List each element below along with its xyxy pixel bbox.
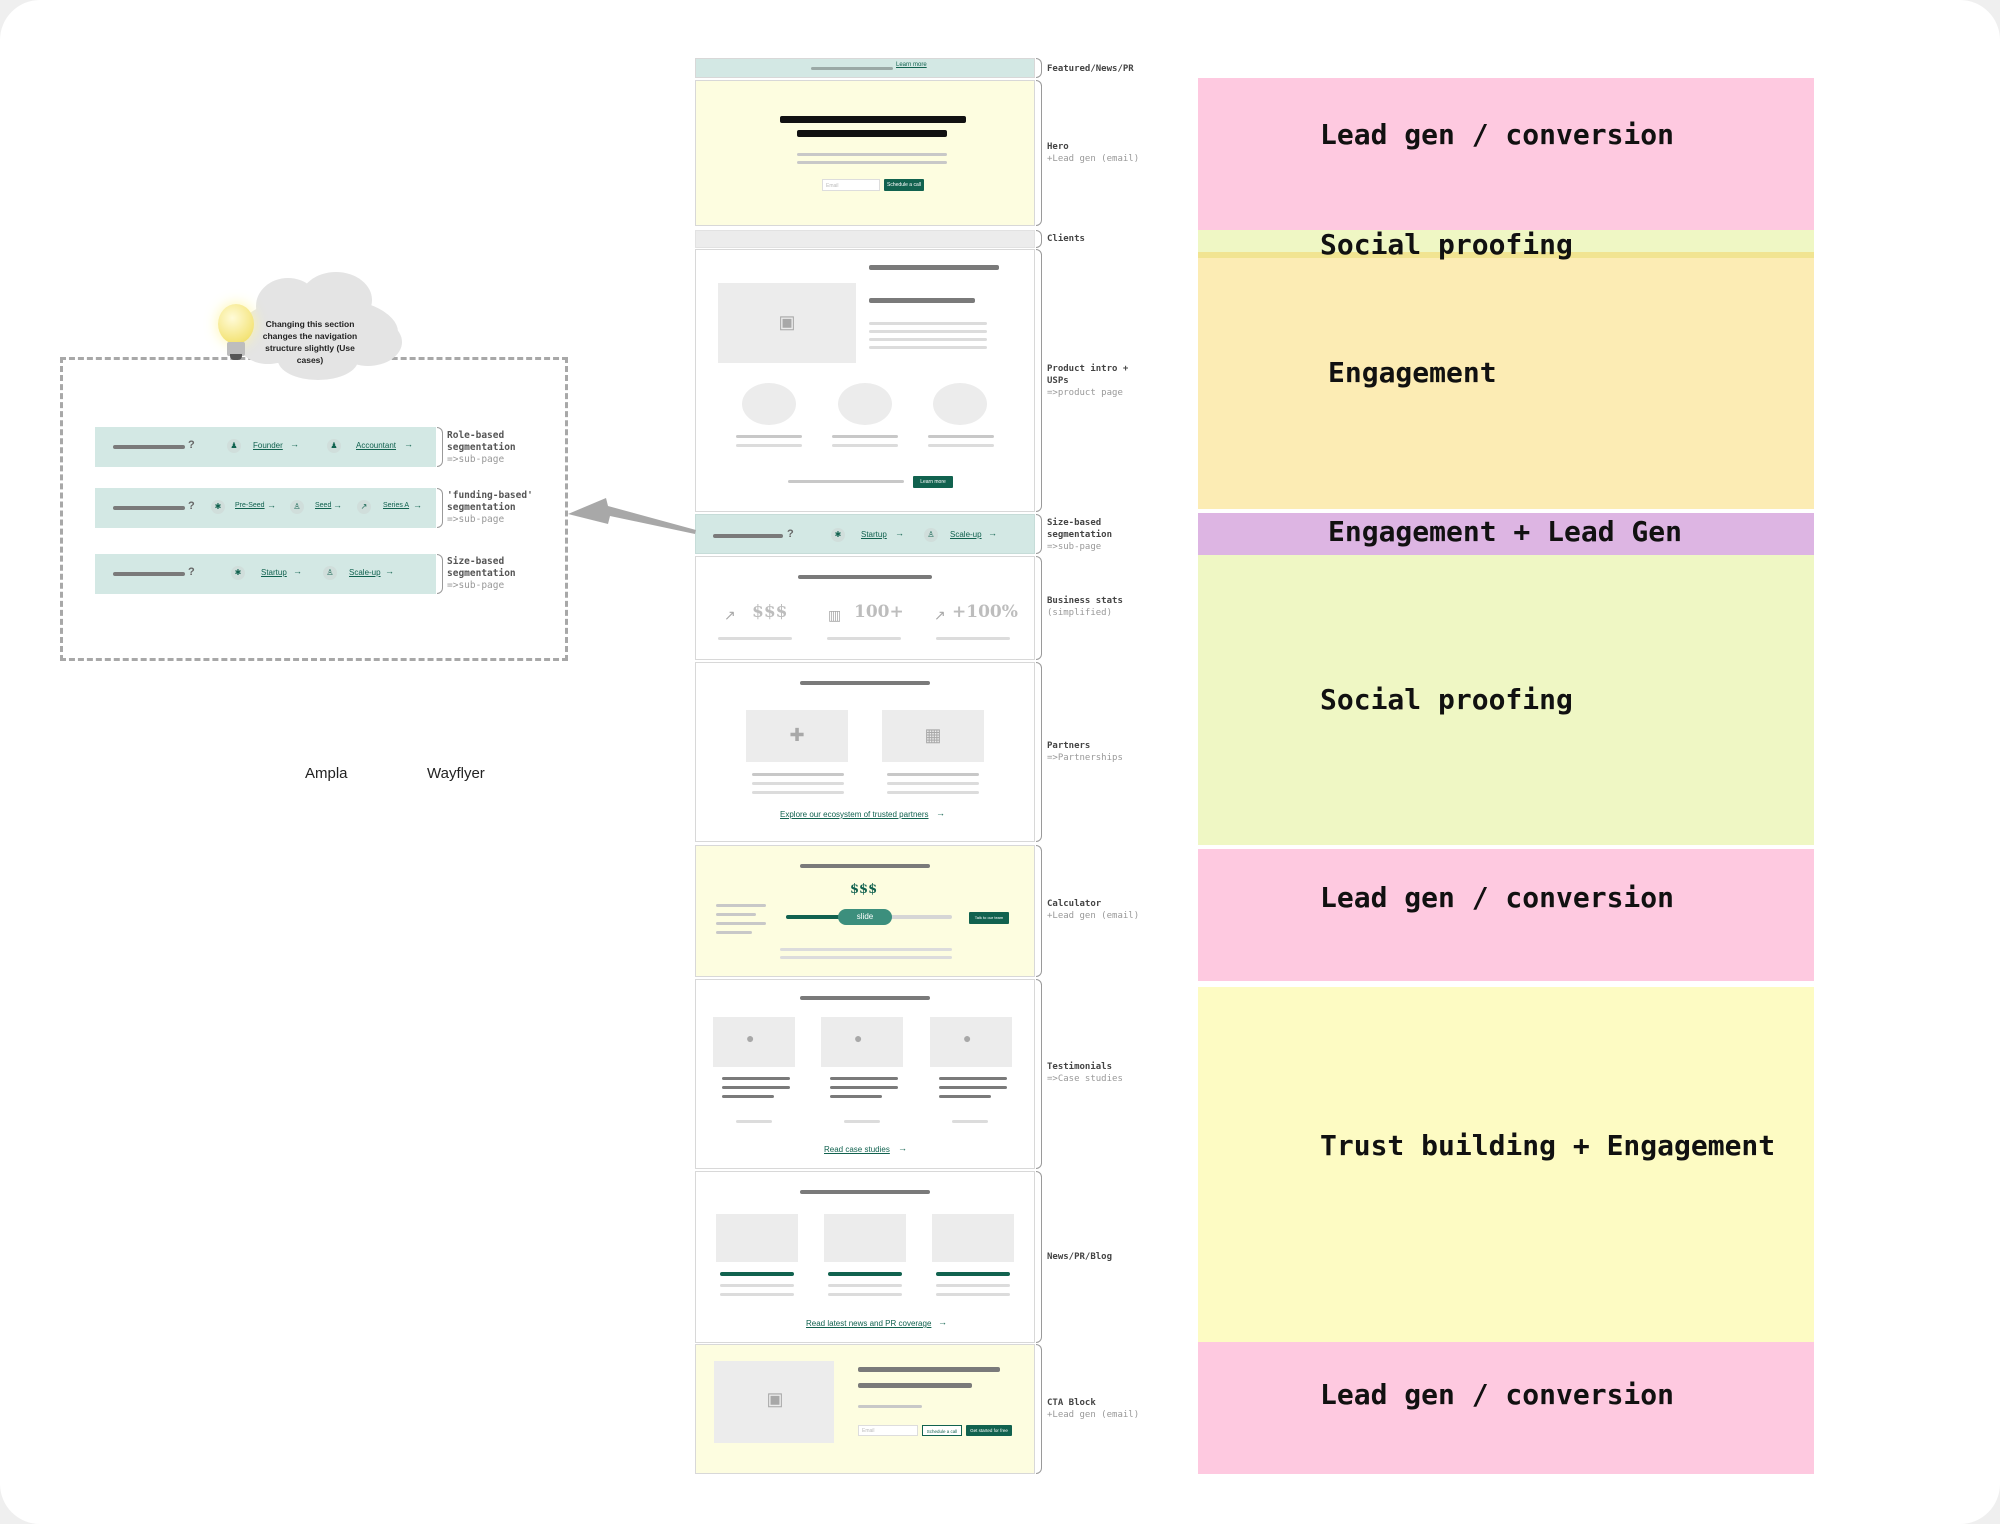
founder-icon: ♟ (227, 439, 241, 453)
wf-news: Read latest news and PR coverage → (695, 1171, 1035, 1343)
wf-business-stats: ↗ $$$ ▥ 100+ ↗ +100% (695, 556, 1035, 660)
wf-partners: ✚ ▦ Explore our ecosystem of trusted par… (695, 662, 1035, 842)
stat-2: 100+ (854, 602, 904, 622)
startup-icon: ✱ (831, 528, 845, 542)
wf-hero: Email Schedule a call (695, 80, 1035, 226)
band-label: Lead gen / conversion (1320, 881, 1675, 914)
band-label: Engagement + Lead Gen (1328, 515, 1683, 548)
band-label: Trust building + Engagement (1320, 1129, 1776, 1162)
startup-icon: ✱ (231, 566, 245, 580)
role-segmentation-strip: ? ♟ Founder → ♟ Accountant → (95, 427, 436, 467)
pre-seed-icon: ✱ (211, 500, 225, 514)
cta-schedule-button[interactable]: Schedule a call (922, 1425, 962, 1436)
thought-cloud (238, 272, 402, 380)
stat-1: $$$ (752, 602, 788, 622)
ann-news: News/PR/Blog (1047, 1252, 1113, 1262)
bulb-icon (716, 1214, 798, 1262)
band-lead-gen-3: Lead gen / conversion (1198, 1342, 1814, 1474)
ann-hero: Hero (1047, 142, 1069, 152)
label-ampla: Ampla (305, 765, 348, 782)
product-learn-more-button[interactable]: Learn more (913, 476, 953, 488)
band-engagement: Engagement (1198, 252, 1814, 509)
band-label: Lead gen / conversion (1320, 118, 1675, 151)
ann-role: Role-based (447, 430, 505, 441)
wf-featured: Learn more (695, 58, 1035, 78)
ann-calculator: Calculator (1047, 899, 1102, 909)
calculator-talk-button[interactable]: Talk to our team (969, 912, 1009, 924)
accountant-icon: ♟ (327, 439, 341, 453)
band-trust-building: Trust building + Engagement (1198, 987, 1814, 1342)
funding-option-seed[interactable]: Seed (315, 502, 332, 509)
ann-clients: Clients (1047, 234, 1085, 244)
ann-funding: 'funding-based' (447, 490, 533, 501)
usp-icon (933, 383, 987, 425)
wf-product: ▣ Learn more (695, 249, 1035, 512)
ann-size: Size-based (447, 556, 505, 567)
band-label: Engagement (1328, 356, 1497, 389)
chat-icon (932, 1214, 1014, 1262)
ann-size-seg: Size-based (1047, 518, 1102, 528)
wf-calculator: $$$ slide Talk to our team (695, 845, 1035, 977)
read-news-link[interactable]: Read latest news and PR coverage (806, 1319, 932, 1328)
band-lead-gen-1: Lead gen / conversion (1198, 78, 1814, 230)
seed-icon: ♙ (290, 500, 304, 514)
featured-learn-more-link[interactable]: Learn more (896, 62, 927, 68)
calculator-slider-handle[interactable]: slide (838, 909, 892, 925)
ann-product: Product intro + (1047, 364, 1129, 374)
wf-cta: ▣ Email Schedule a call Get started for … (695, 1344, 1035, 1474)
funding-segmentation-strip: ? ✱ Pre-Seed → ♙ Seed → ↗ Series A → (95, 488, 436, 528)
calculator-icon (882, 710, 984, 762)
avatar-icon (930, 1017, 1012, 1067)
band-label-social-proofing-1: Social proofing (1320, 228, 1573, 261)
stat-3: +100% (952, 602, 1018, 622)
usp-icon (838, 383, 892, 425)
size-option-startup[interactable]: Startup (861, 530, 887, 539)
size-option-scaleup-panel[interactable]: Scale-up (349, 568, 381, 577)
size-option-scaleup[interactable]: Scale-up (950, 530, 982, 539)
band-label: Social proofing (1320, 683, 1573, 716)
read-case-studies-link[interactable]: Read case studies (824, 1145, 890, 1154)
band-social-proofing-1 (1198, 230, 1814, 252)
lightbulb-icon (216, 304, 258, 366)
size-option-startup-panel[interactable]: Startup (261, 568, 287, 577)
band-engagement-lead-gen: Engagement + Lead Gen (1198, 513, 1814, 555)
usp-icon (742, 383, 796, 425)
cta-email-input[interactable]: Email (858, 1425, 918, 1436)
avatar-icon (713, 1017, 795, 1067)
funding-option-series-a[interactable]: Series A (383, 502, 410, 509)
series-a-icon: ↗ (357, 500, 371, 514)
wf-clients (695, 230, 1035, 248)
band-social-proofing-2: Social proofing (1198, 555, 1814, 845)
partners-explore-link[interactable]: Explore our ecosystem of trusted partner… (780, 810, 929, 819)
ann-partners: Partners (1047, 741, 1091, 751)
role-option-founder[interactable]: Founder (253, 441, 283, 450)
size-segmentation-strip: ? ✱ Startup → ♙ Scale-up → (95, 554, 436, 594)
image-placeholder-icon (714, 1361, 834, 1443)
avatar-icon (821, 1017, 903, 1067)
calculator-amount: $$$ (850, 882, 878, 897)
label-wayflyer: Wayflyer (427, 765, 485, 782)
funding-option-pre-seed[interactable]: Pre-Seed (235, 502, 265, 509)
scaleup-icon: ♙ (323, 566, 337, 580)
ann-stats: Business stats (1047, 596, 1123, 606)
ann-cta: CTA Block (1047, 1398, 1096, 1408)
cta-get-started-button[interactable]: Get started for free (966, 1425, 1012, 1436)
wf-testimonials: ● ● ● Read case studies → (695, 979, 1035, 1169)
band-label: Lead gen / conversion (1320, 1378, 1675, 1411)
band-lead-gen-2: Lead gen / conversion (1198, 849, 1814, 981)
puzzle-icon (746, 710, 848, 762)
hero-email-input[interactable]: Email (822, 179, 880, 191)
scaleup-icon: ♙ (924, 528, 938, 542)
image-placeholder-icon (718, 283, 856, 363)
wf-size-segmentation: ? ✱ Startup → ♙ Scale-up → (695, 514, 1035, 554)
ann-testimonials: Testimonials (1047, 1062, 1113, 1072)
ann-featured: Featured/News/PR (1047, 64, 1134, 74)
person-icon (824, 1214, 906, 1262)
panel-connector-arrow (568, 498, 696, 534)
hero-schedule-button[interactable]: Schedule a call (884, 179, 924, 191)
panel-note: Changing this section changes the naviga… (262, 319, 358, 365)
role-option-accountant[interactable]: Accountant (356, 441, 397, 450)
